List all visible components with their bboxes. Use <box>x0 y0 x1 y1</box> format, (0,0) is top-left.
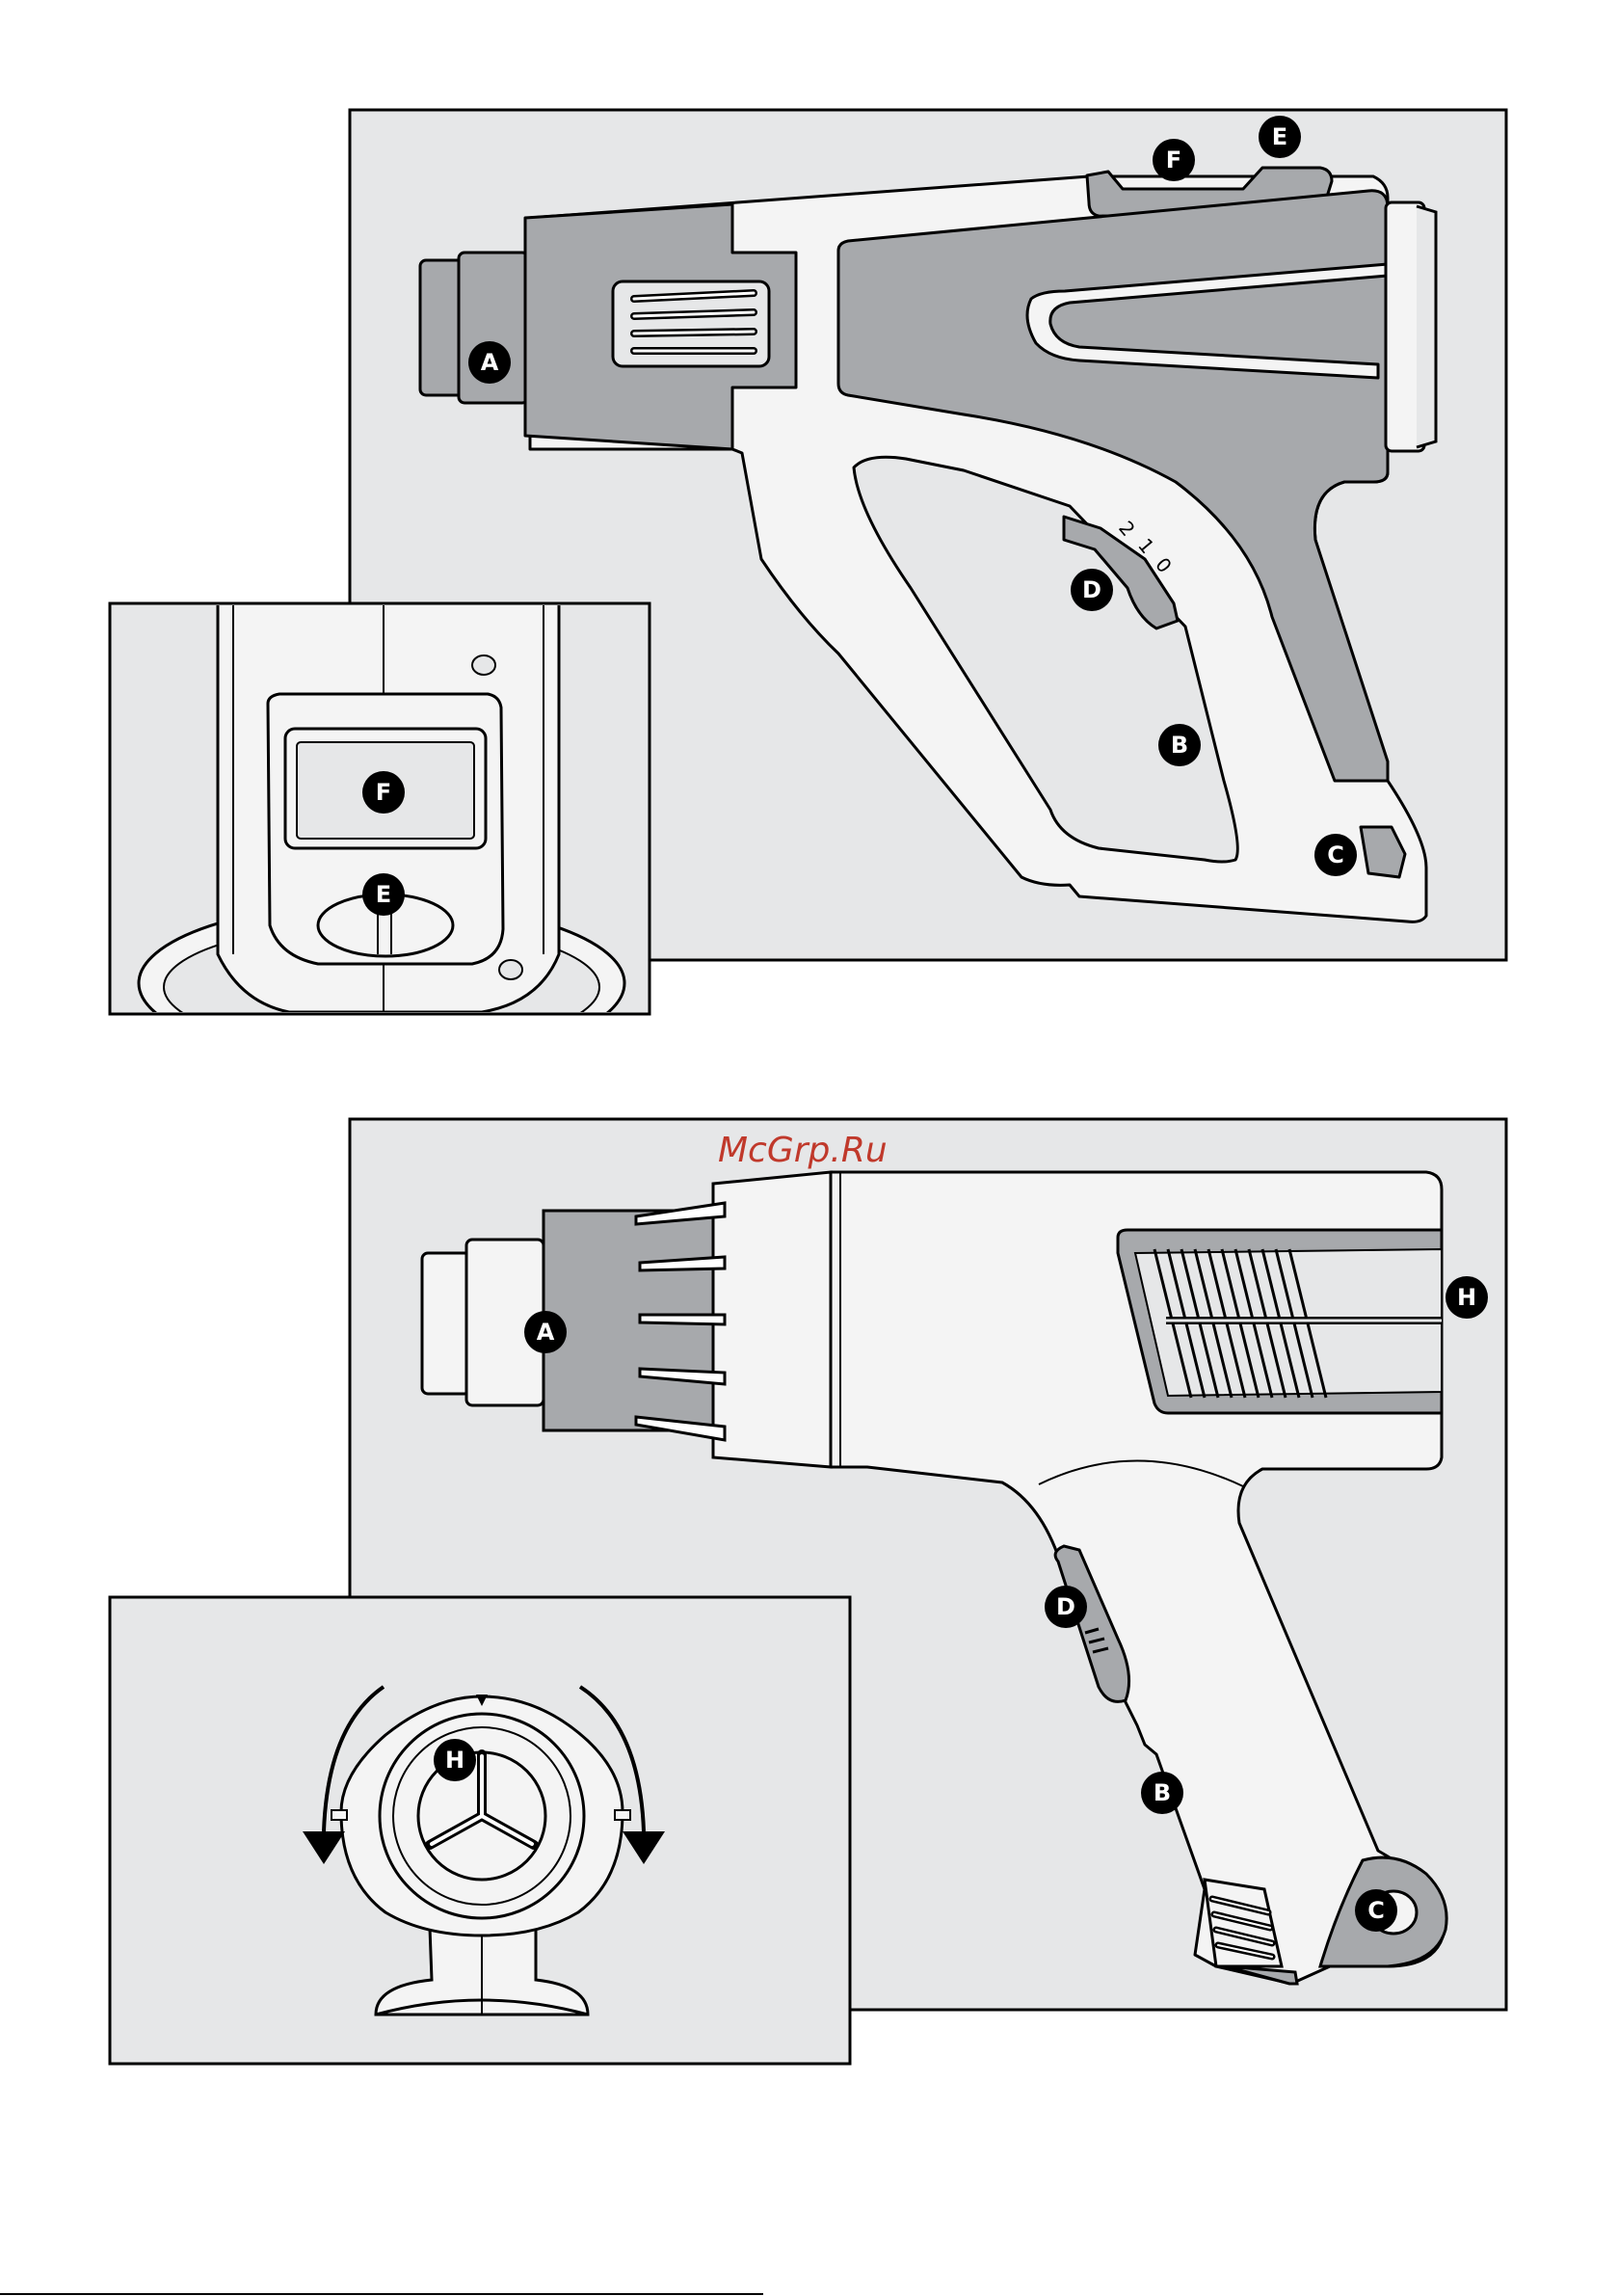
svg-text:F: F <box>1166 147 1181 174</box>
svg-text:E: E <box>376 881 391 908</box>
rear-vent-2 <box>1118 1230 1442 1413</box>
callout-c-side: C <box>1314 834 1357 876</box>
svg-text:H: H <box>1457 1284 1476 1311</box>
svg-text:D: D <box>1056 1593 1075 1620</box>
callout-c-side-2: C <box>1355 1889 1397 1932</box>
front-vent <box>613 281 769 366</box>
watermark: McGrp.Ru <box>718 1131 888 1170</box>
svg-text:C: C <box>1367 1897 1385 1924</box>
nozzle-side <box>420 253 528 403</box>
callout-e-top: E <box>362 873 405 916</box>
svg-text:B: B <box>1171 732 1188 759</box>
panel-top-detail: F E <box>110 603 650 1064</box>
callout-a-side: A <box>468 341 511 384</box>
callout-f-top: F <box>362 771 405 814</box>
svg-text:D: D <box>1082 576 1101 603</box>
svg-text:F: F <box>376 779 391 806</box>
callout-d-side: D <box>1071 569 1113 611</box>
callout-b-side-2: B <box>1141 1772 1183 1814</box>
callout-h-side-2: H <box>1446 1276 1488 1319</box>
callout-e-side: E <box>1259 116 1301 158</box>
svg-text:A: A <box>537 1319 555 1346</box>
svg-text:E: E <box>1272 123 1287 150</box>
svg-text:B: B <box>1154 1779 1171 1806</box>
panel-rear-ring-detail: H <box>110 1597 850 2064</box>
callout-f-side: F <box>1153 139 1195 181</box>
svg-text:H: H <box>445 1747 464 1774</box>
rear-vent-ring <box>1386 202 1436 451</box>
collar-2 <box>713 1172 831 1467</box>
callout-h-ring: H <box>434 1739 476 1781</box>
callout-d-side-2: D <box>1045 1586 1087 1628</box>
nozzle-side-2 <box>422 1240 544 1405</box>
callout-a-side-2: A <box>524 1311 567 1353</box>
callout-b-side: B <box>1158 724 1201 766</box>
svg-text:A: A <box>481 349 499 376</box>
svg-text:C: C <box>1327 841 1344 868</box>
